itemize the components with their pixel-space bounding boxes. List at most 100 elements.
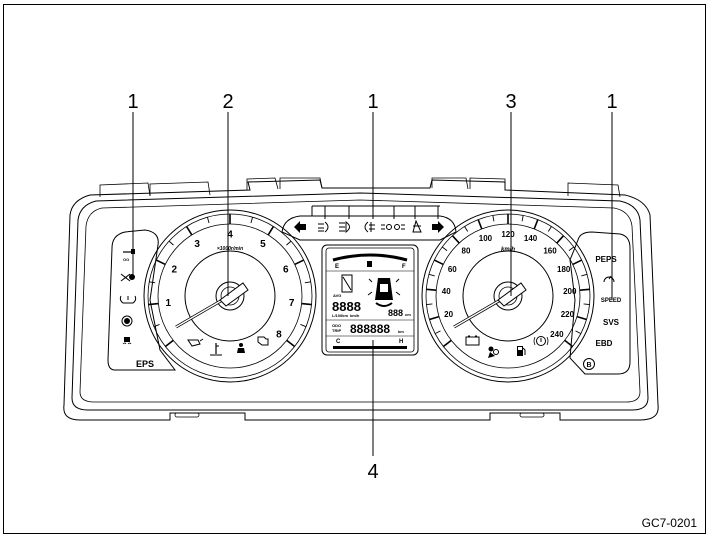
callout-1-left: 1 <box>127 91 138 113</box>
speedometer-number: 40 <box>442 287 451 296</box>
speed-unit: km/h <box>350 313 360 318</box>
speedometer-tick <box>429 315 440 321</box>
tachometer-number: 7 <box>289 298 295 309</box>
fuel-empty-label: E <box>335 264 339 270</box>
tachometer-tick <box>286 339 296 348</box>
speedometer-number: 20 <box>444 310 453 319</box>
speedometer-tick <box>533 219 539 230</box>
door-open-icon <box>412 219 422 233</box>
speedometer-number: 120 <box>501 230 515 239</box>
park-distance-digits: 888 <box>388 308 403 318</box>
tachometer-number: 4 <box>227 230 233 241</box>
speedometer-tick <box>521 215 524 222</box>
tachometer-tick <box>294 259 305 266</box>
speedometer-ticks <box>426 214 590 348</box>
gear-indicator <box>341 274 353 293</box>
ebd-label: EBD <box>596 339 613 348</box>
speedometer-tick <box>564 339 574 348</box>
speedometer-tick <box>547 226 552 232</box>
figure-code: GC7-0201 <box>641 516 697 530</box>
speedometer-number: 140 <box>524 234 538 243</box>
speedometer-tick <box>451 235 460 244</box>
speedometer-tick <box>426 303 433 306</box>
tachometer-needle <box>175 282 249 329</box>
speedometer-tick <box>576 315 587 321</box>
check-engine-icon <box>257 336 269 346</box>
tachometer-ticks <box>148 214 312 348</box>
oil-pressure-icon <box>187 338 204 347</box>
lcd-surround <box>321 244 419 356</box>
tachometer-unit-label: ×1000r/min <box>217 246 243 252</box>
callout-lines <box>132 112 613 456</box>
eps-label: EPS <box>136 359 154 369</box>
speedometer-number: 220 <box>561 310 575 319</box>
tachometer-tick <box>185 226 193 236</box>
speed-label: SPEED <box>601 298 622 304</box>
tachometer-tick <box>148 302 159 306</box>
tachometer-tick <box>149 281 156 284</box>
tachometer-tick <box>168 240 174 246</box>
speedometer-number: 60 <box>448 265 457 274</box>
svg-text:OO: OO <box>123 257 129 262</box>
airbag-icon <box>488 346 499 358</box>
brake-warning-icon <box>533 336 549 346</box>
avg-label: AVG <box>333 293 341 298</box>
tachometer-tick <box>267 226 275 236</box>
speedometer-number: 180 <box>557 265 571 274</box>
park-unit: cm <box>405 312 411 317</box>
temperature-gauge-bar <box>333 346 407 349</box>
tire-pressure-icon <box>119 295 137 304</box>
speedometer-tick <box>556 235 565 244</box>
battery-icon <box>465 335 480 346</box>
position-light-icon <box>381 224 405 230</box>
speedometer-tick <box>428 273 435 277</box>
high-beam-icon <box>339 221 350 233</box>
odo-label: ODO <box>332 323 341 328</box>
speedometer-number: 160 <box>543 246 557 255</box>
tachometer-tick <box>286 240 292 246</box>
speedometer-tick <box>568 246 575 251</box>
tachometer-tick <box>250 217 254 224</box>
speedometer-number: 80 <box>462 246 471 255</box>
tachometer-tick <box>164 339 174 348</box>
callout-3: 3 <box>505 91 516 113</box>
lcd-fuel-icon <box>367 261 372 267</box>
fuel-gauge-bar <box>332 253 408 262</box>
speedometer-tick <box>441 246 448 251</box>
speedometer-tick <box>583 303 590 306</box>
tachometer-number: 8 <box>276 330 282 341</box>
speedometer-tick <box>581 273 588 277</box>
tachometer-number: 6 <box>283 264 289 275</box>
callout-1-right: 1 <box>606 91 617 113</box>
odometer-digits: 888888 <box>350 322 390 336</box>
esp-icon <box>122 337 132 345</box>
top-indicator-bar <box>281 215 457 241</box>
speedometer-tick <box>426 288 437 291</box>
speedometer-tick <box>442 339 452 348</box>
left-lamp-panel <box>107 229 176 371</box>
rear-fog-icon <box>364 221 375 233</box>
tachometer-tick <box>206 217 210 224</box>
tachometer-tick <box>301 302 312 306</box>
speedometer-tick <box>579 288 590 291</box>
brake-system-label: B <box>586 362 591 369</box>
speedometer-tick <box>434 330 441 335</box>
tachometer-number: 1 <box>166 298 172 309</box>
svs-label: SVS <box>603 318 620 327</box>
front-fog-icon <box>318 221 329 233</box>
consumption-unit: L/100km <box>332 313 348 318</box>
right-turn-icon <box>432 221 444 233</box>
fuel-icon <box>517 346 526 356</box>
speedometer-tick <box>433 259 444 266</box>
lcd-screen <box>325 247 415 353</box>
tachometer-tick <box>155 259 166 266</box>
parking-sensor-car <box>367 278 401 307</box>
speedometer-number: 100 <box>479 234 493 243</box>
tachometer-number: 3 <box>194 239 200 250</box>
callout-2: 2 <box>222 91 233 113</box>
abs-icon <box>121 315 133 327</box>
left-turn-icon <box>294 221 306 233</box>
